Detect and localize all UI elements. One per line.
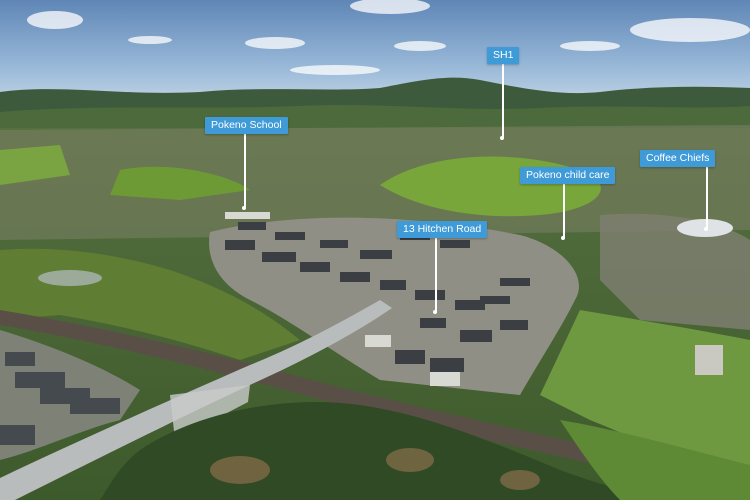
pin-dot <box>561 236 565 240</box>
pin-dot <box>433 310 437 314</box>
label-hitchen-road: 13 Hitchen Road <box>397 221 488 238</box>
pin-stem <box>563 184 565 238</box>
label-pokeno-child-care: Pokeno child care <box>520 167 616 184</box>
pin-dot <box>242 206 246 210</box>
pin-dot <box>500 136 504 140</box>
pin-stem <box>435 238 437 312</box>
pin-stem <box>706 167 708 229</box>
label-sh1: SH1 <box>487 47 520 64</box>
pin-dot <box>704 227 708 231</box>
clouds <box>27 0 750 75</box>
railway <box>0 310 750 496</box>
subdivision <box>209 217 579 395</box>
house-light-roofs <box>225 212 460 386</box>
label-coffee-chiefs: Coffee Chiefs <box>640 150 716 167</box>
pin-stem <box>244 134 246 208</box>
pond <box>38 270 102 286</box>
label-pokeno-school: Pokeno School <box>205 117 288 134</box>
house-roofs <box>225 222 530 372</box>
pin-stem <box>502 64 504 138</box>
